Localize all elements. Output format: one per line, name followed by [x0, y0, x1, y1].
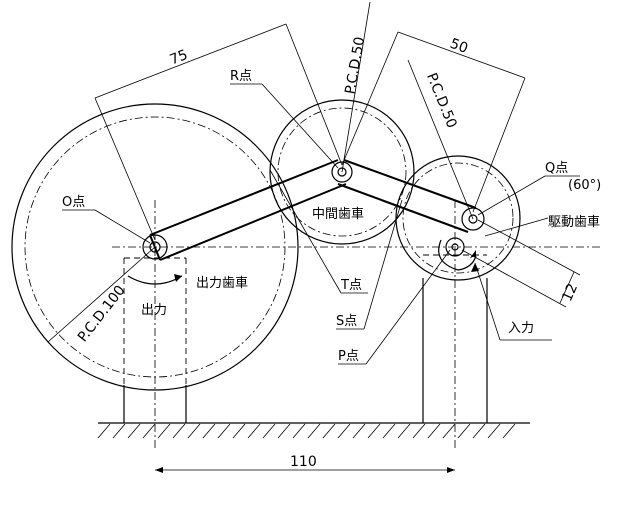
ground-hatch-line	[127, 423, 141, 439]
q-point-angle: (60°)	[568, 178, 601, 193]
ground-hatch-line	[187, 423, 201, 439]
p-point-label: P点	[338, 349, 359, 364]
ground-hatch-line	[277, 423, 291, 439]
pcd50-mid-leader	[341, 1, 371, 173]
ground-hatch-line	[157, 423, 171, 439]
ground-hatch-line	[247, 423, 261, 439]
output-gear	[11, 103, 299, 391]
ground-hatch-line	[442, 423, 456, 439]
ground-hatch-line	[337, 423, 351, 439]
input-leader-arrowhead	[471, 263, 479, 272]
input-leader	[474, 262, 501, 341]
s-point-label: S点	[336, 314, 357, 329]
ground-hatch-line	[172, 423, 186, 439]
p-point-leader	[365, 249, 451, 365]
output-gear-label: 出力歯車	[196, 276, 248, 291]
drive-gear	[395, 155, 521, 281]
q-point-label: Q点	[545, 161, 568, 176]
q-point-leader	[477, 175, 546, 216]
ground-hatch-line	[412, 423, 426, 439]
link-arm-2	[337, 159, 485, 233]
r-point-leader	[261, 83, 339, 169]
ground-hatch-line	[502, 423, 516, 439]
dimension-50	[341, 31, 526, 213]
output-rotation-arrowhead	[174, 274, 182, 282]
pcd50-drive-leader	[407, 59, 474, 220]
input-rotation-arrow	[438, 239, 477, 271]
pcd100-leader	[47, 246, 156, 343]
ground-hatch-line	[202, 423, 216, 439]
ground-hatch-line	[142, 423, 156, 439]
input-label: 入力	[508, 321, 534, 336]
dimension-75-text: 75	[168, 47, 190, 68]
middle-gear	[269, 99, 415, 245]
ground	[97, 422, 530, 439]
pcd50-mid-text: P.C.D.50	[342, 36, 368, 96]
o-point-leader	[94, 209, 151, 244]
pcd100-text: P.C.D.100	[75, 283, 129, 346]
t-point-label: T点	[340, 278, 362, 293]
pcd50-drive-text: P.C.D.50	[423, 71, 460, 131]
ground-hatch-line	[322, 423, 336, 439]
dimension-50-text: 50	[448, 36, 470, 57]
t-point-leader	[269, 169, 342, 294]
r-point-label: R点	[230, 69, 252, 84]
ground-hatch-line	[427, 423, 441, 439]
ground-hatch-line	[262, 423, 276, 439]
dimension-110	[155, 467, 455, 473]
ground-hatch-line	[397, 423, 411, 439]
s-point-leader	[363, 199, 403, 330]
dimension-75	[94, 23, 343, 241]
dimension-12-text: 12	[559, 281, 581, 304]
ground-hatch-line	[217, 423, 231, 439]
ground-hatch-line	[307, 423, 321, 439]
ground-hatch-line	[232, 423, 246, 439]
output-label: 出力	[141, 303, 167, 318]
ground-hatch-line	[472, 423, 486, 439]
drive-support	[422, 254, 488, 423]
ground-hatch-line	[292, 423, 306, 439]
middle-gear-label: 中間歯車	[312, 207, 364, 222]
drive-gear-leader	[484, 217, 549, 237]
ground-hatch-line	[382, 423, 396, 439]
ground-hatch-line	[487, 423, 501, 439]
output-support	[123, 257, 187, 423]
ground-hatch-line	[457, 423, 471, 439]
ground-hatch-line	[367, 423, 381, 439]
dimension-12	[461, 219, 581, 308]
input-rotation-arrowhead	[470, 250, 476, 258]
o-point-label: O点	[62, 195, 85, 210]
ground-hatch-line	[112, 423, 126, 439]
ground-hatch-line	[352, 423, 366, 439]
ground-hatch-line	[97, 423, 111, 439]
drive-gear-label: 駆動歯車	[548, 215, 600, 230]
dimension-110-text: 110	[290, 454, 317, 470]
